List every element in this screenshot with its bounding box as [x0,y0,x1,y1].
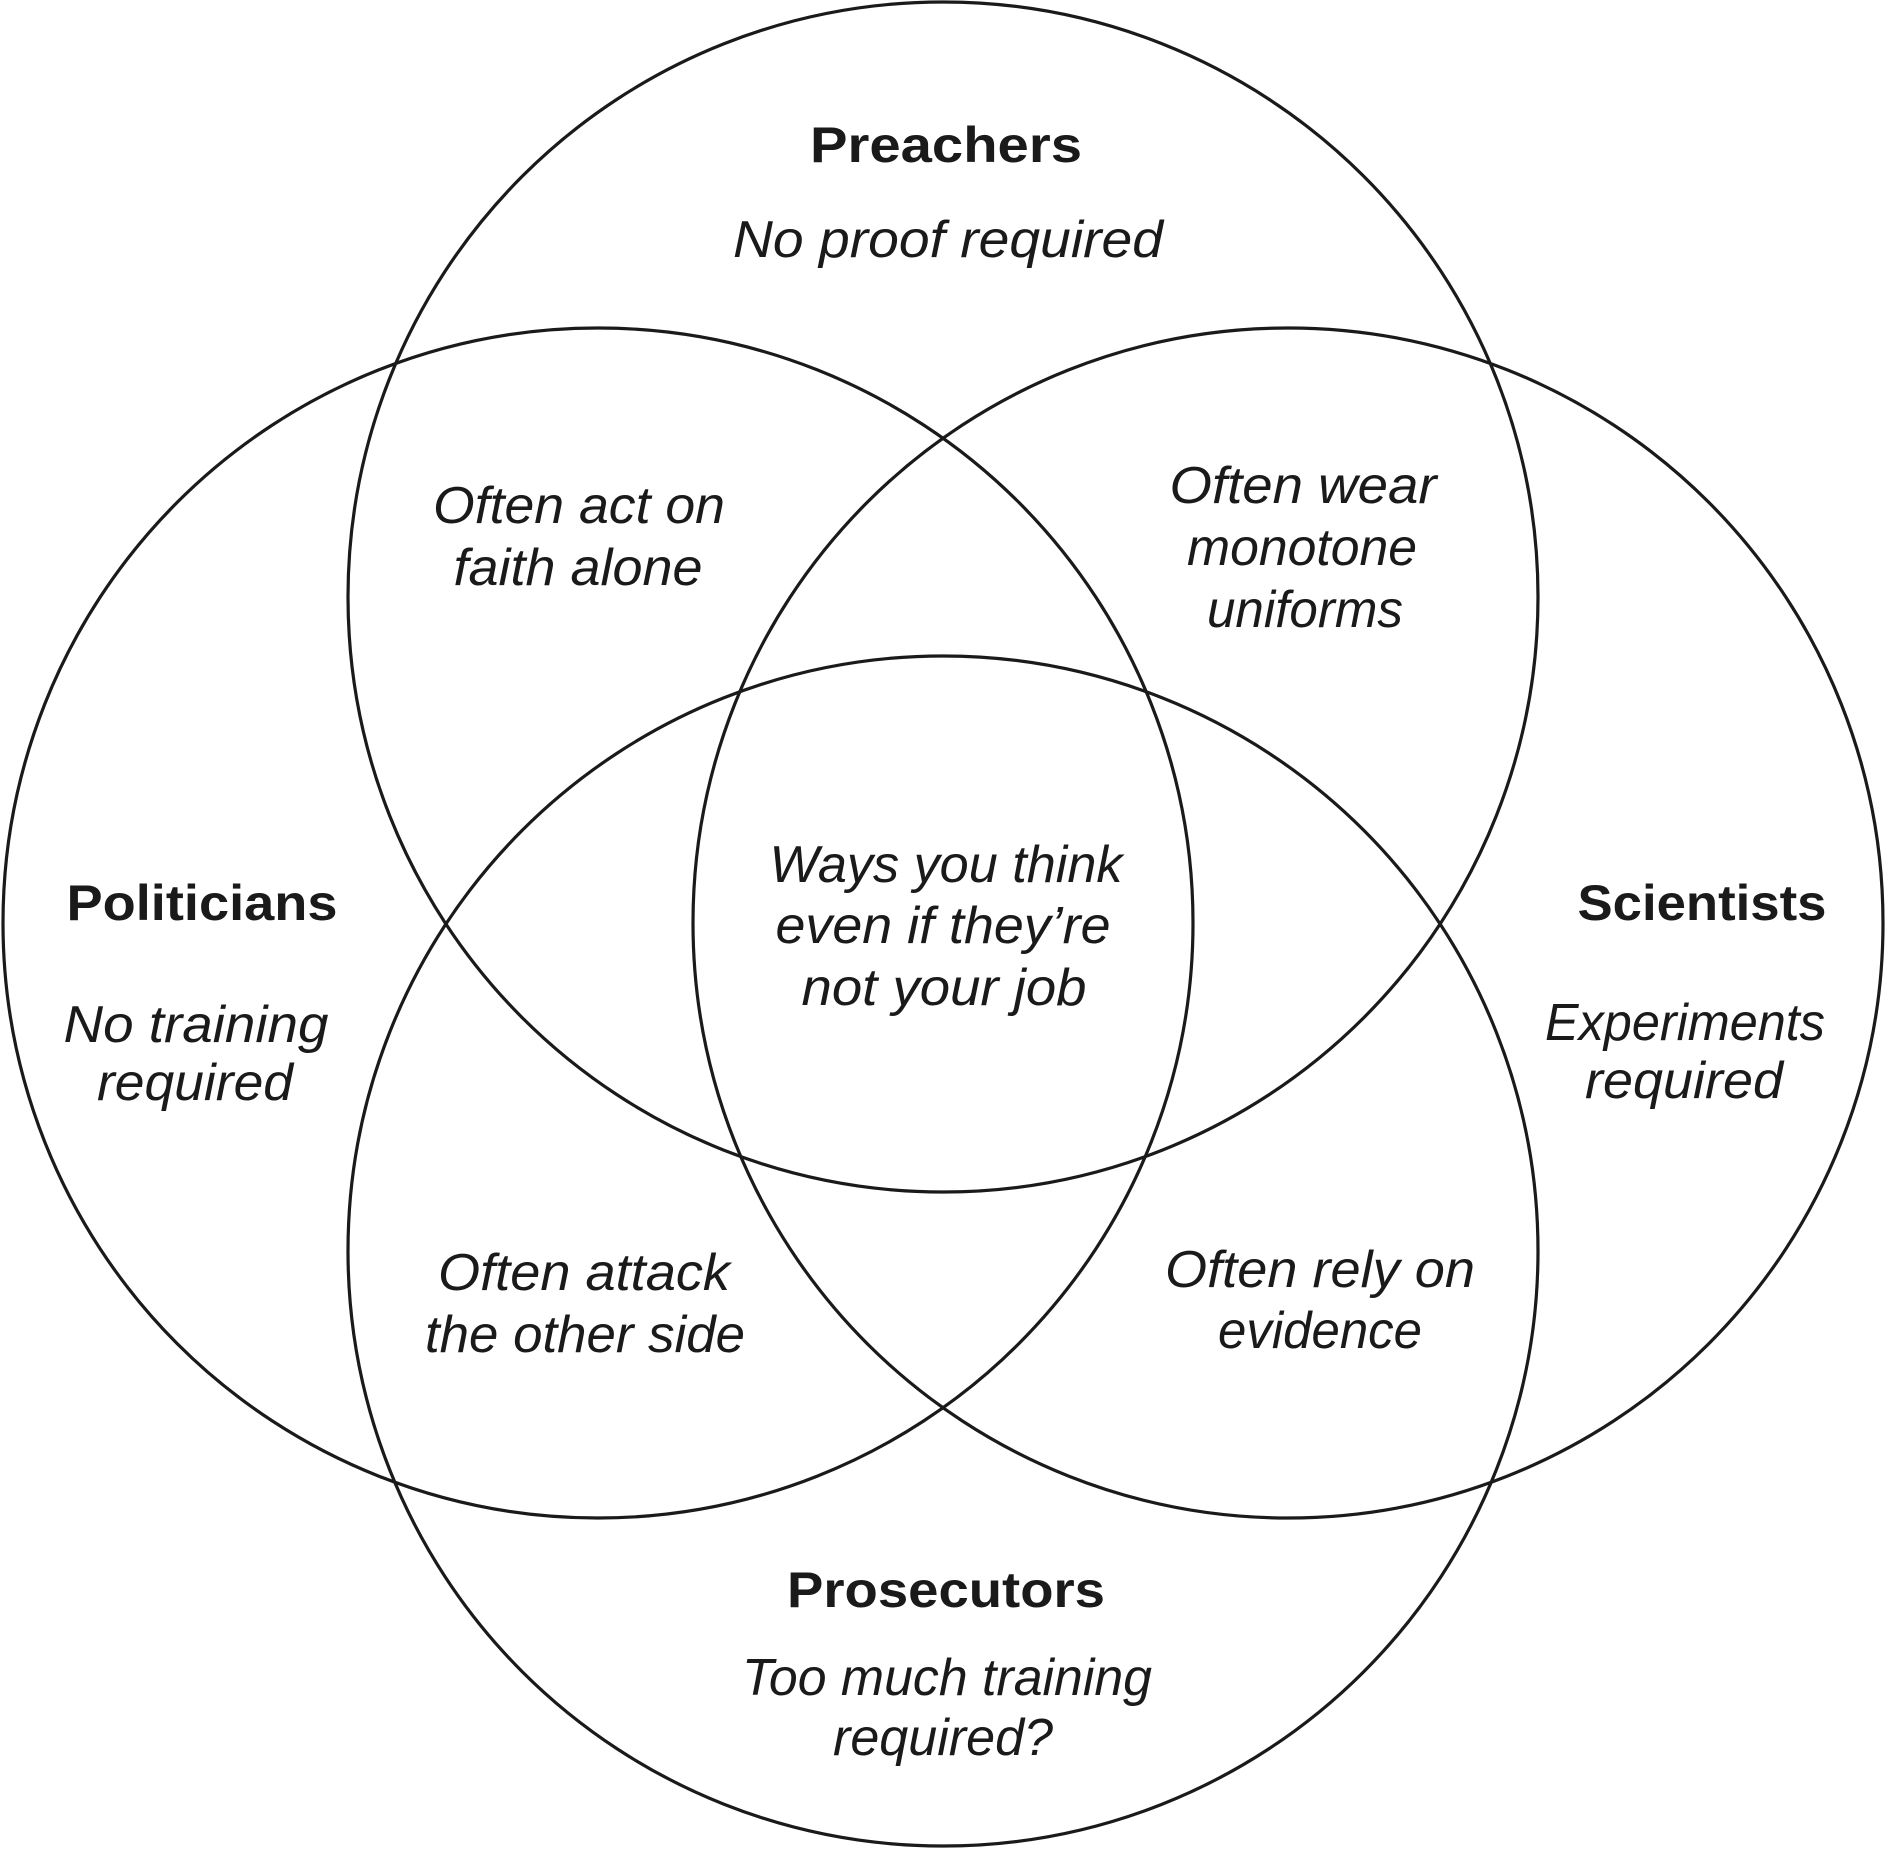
set-description-scientists-line-2: required [1585,1052,1785,1110]
set-description-prosecutors-line-1: Too much training [742,1649,1152,1707]
center-text-line: Ways you think [770,836,1126,894]
set-description-preachers: No proof required [733,211,1165,269]
set-label-preachers: Preachers [810,117,1082,173]
overlap-text-line: the other side [425,1306,745,1364]
overlap-text-line: faith alone [454,539,703,597]
overlap-preachers-scientists: Often wear monotone uniforms [1170,457,1440,639]
set-prosecutors: Prosecutors Too much training required? [742,1562,1152,1767]
overlap-scientists-prosecutors: Often rely on evidence [1165,1241,1475,1360]
center-text-line: even if they’re [776,897,1111,955]
set-preachers: Preachers No proof required [733,117,1165,269]
set-description-politicians-line-1: No training [64,996,329,1054]
overlap-text-line: evidence [1218,1302,1422,1360]
overlap-text-line: monotone [1187,519,1417,577]
overlap-text-line: Often wear [1170,457,1440,515]
set-scientists: Scientists Experiments required [1545,875,1827,1110]
overlap-politicians-prosecutors: Often attack the other side [425,1244,745,1364]
overlap-text-line: Often attack [438,1244,733,1302]
set-politicians: Politicians No training required [64,875,338,1112]
circle-preachers [346,0,1540,1194]
set-label-prosecutors: Prosecutors [787,1562,1105,1618]
set-description-scientists-line-1: Experiments [1545,994,1825,1052]
overlap-center: Ways you think even if they’re not your … [770,836,1126,1017]
center-text-line: not your job [802,959,1087,1017]
circle-politicians [1,326,1195,1520]
set-label-scientists: Scientists [1578,875,1827,931]
set-description-politicians-line-2: required [97,1054,295,1112]
overlap-text-line: Often act on [433,477,725,535]
overlap-text-line: uniforms [1207,581,1403,639]
overlap-preachers-politicians: Often act on faith alone [433,477,725,597]
circle-scientists [691,326,1885,1520]
set-description-prosecutors-line-2: required? [833,1709,1053,1767]
overlap-text-line: Often rely on [1165,1241,1475,1299]
set-label-politicians: Politicians [67,875,338,931]
circle-prosecutors [346,654,1540,1848]
